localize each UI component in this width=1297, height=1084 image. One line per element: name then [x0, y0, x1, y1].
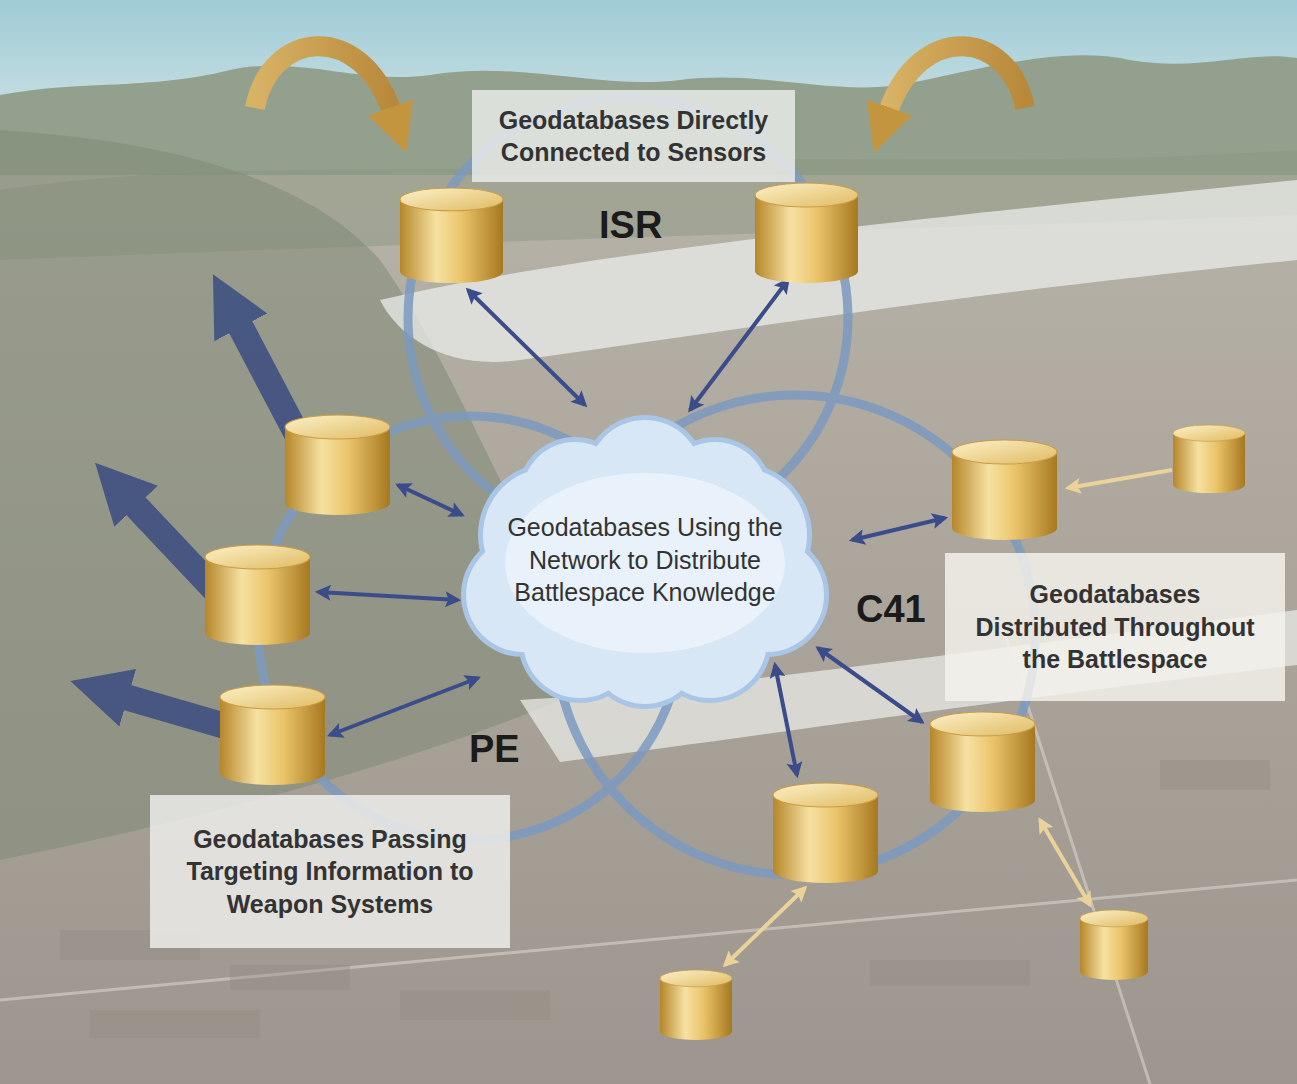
domain-circles: [258, 98, 1035, 875]
database-cylinder: [773, 783, 878, 883]
network-cloud: Geodatabases Using the Network to Distri…: [455, 413, 835, 707]
caption-box: Geodatabases Passing Targeting Informati…: [150, 795, 510, 948]
database-cylinder: [285, 415, 390, 515]
caption-text: Geodatabases Distributed Throughout the …: [969, 578, 1261, 676]
field-link: [1040, 820, 1090, 905]
database-cylinder: [205, 545, 310, 645]
database-cylinder: [952, 440, 1057, 540]
network-links: [318, 280, 945, 775]
database-cylinder: [755, 183, 858, 283]
domain-label: ISR: [599, 206, 662, 244]
caption-box: Geodatabases Distributed Throughout the …: [945, 553, 1285, 701]
network-link: [318, 592, 458, 600]
field: [1160, 760, 1270, 790]
database-cylinder: [220, 685, 325, 785]
weapon-arrow: [132, 502, 215, 590]
database-cylinder: [930, 712, 1035, 812]
cloud-body: [466, 420, 824, 704]
cloud-shadow: [461, 415, 829, 709]
domain-label: C41: [856, 590, 926, 628]
caption-box: Geodatabases Directly Connected to Senso…: [472, 90, 795, 182]
field-link: [1068, 470, 1172, 488]
cloud-text: Geodatabases Using the Network to Distri…: [503, 511, 788, 609]
network-link: [775, 665, 797, 775]
network-link: [690, 280, 788, 410]
mountain-range: [0, 55, 1297, 175]
domain-label: PE: [469, 730, 520, 768]
network-link: [398, 485, 462, 515]
database-cylinder: [400, 188, 503, 283]
field: [400, 990, 550, 1020]
caption-text: Geodatabases Directly Connected to Senso…: [484, 104, 784, 169]
hillside: [0, 130, 560, 860]
weapon-arrow: [122, 696, 225, 726]
database-cylinder: [1173, 425, 1245, 493]
network-link: [330, 678, 478, 735]
river-band: [380, 180, 1297, 362]
database-cylinder: [660, 970, 732, 1040]
network-link: [852, 518, 945, 540]
field: [230, 965, 350, 990]
sensor-arrow: [255, 46, 392, 112]
field: [90, 1010, 260, 1038]
caption-text: Geodatabases Passing Targeting Informati…: [180, 823, 480, 921]
sensor-arrow: [888, 46, 1025, 112]
database-cylinder: [1080, 910, 1148, 980]
network-link: [818, 648, 922, 722]
field: [870, 960, 1030, 986]
network-link: [468, 290, 585, 405]
weapon-arrows: [122, 322, 300, 726]
field-link: [725, 888, 805, 965]
